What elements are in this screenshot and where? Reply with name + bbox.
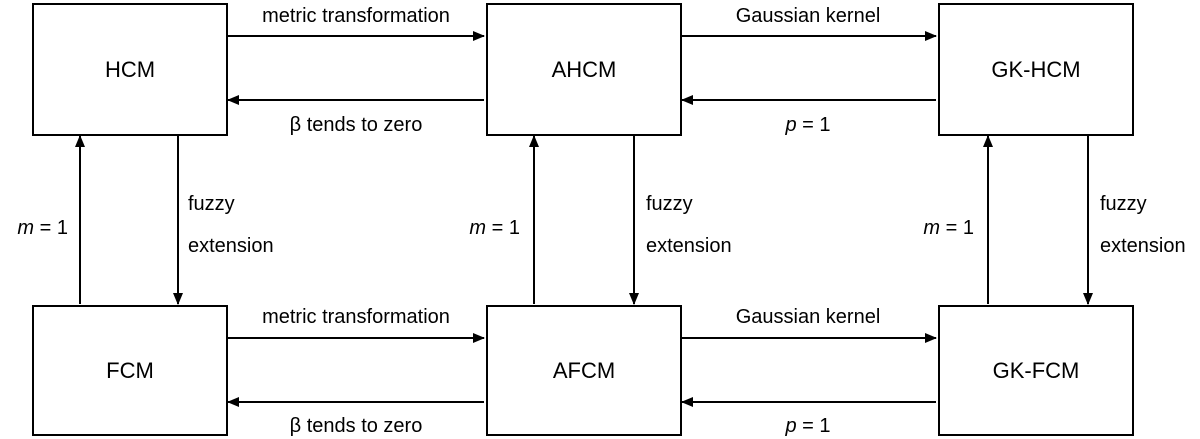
edge-label-gaussian-kernel-bottom: Gaussian kernel <box>735 306 881 328</box>
edge-label-m-equals-1-left: m = 1 <box>17 216 68 240</box>
node-gk-hcm-label: GK-HCM <box>991 56 1081 82</box>
edge-label-fuzzy-extension-3: fuzzy extension <box>1100 192 1186 258</box>
m-value: = 1 <box>486 217 520 239</box>
node-ahcm-label: AHCM <box>551 56 617 82</box>
node-gk-hcm: GK-HCM <box>938 3 1134 136</box>
p-value: = 1 <box>796 415 831 437</box>
edge-label-fuzzy-extension-1: fuzzy extension <box>188 192 274 258</box>
node-afcm: AFCM <box>486 305 682 436</box>
edge-label-m-equals-1-right: m = 1 <box>923 216 974 240</box>
p-variable: p <box>785 415 797 437</box>
extension-word: extension <box>1100 235 1186 257</box>
node-afcm-label: AFCM <box>552 357 616 383</box>
m-value: = 1 <box>940 217 974 239</box>
edge-label-p-equals-1-bottom: p = 1 <box>785 414 830 438</box>
p-variable: p <box>785 114 797 136</box>
edge-label-beta-tends-to-zero-top: β tends to zero <box>289 114 423 136</box>
node-gk-fcm: GK-FCM <box>938 305 1134 436</box>
edge-label-beta-tends-to-zero-bottom: β tends to zero <box>289 415 423 437</box>
extension-word: extension <box>646 235 732 257</box>
extension-word: extension <box>188 235 274 257</box>
edge-label-metric-transformation-top: metric transformation <box>262 5 450 27</box>
edge-label-m-equals-1-middle: m = 1 <box>469 216 520 240</box>
edge-label-metric-transformation-bottom: metric transformation <box>262 306 450 328</box>
m-variable: m <box>469 217 487 239</box>
node-hcm: HCM <box>32 3 228 136</box>
edge-label-gaussian-kernel-top: Gaussian kernel <box>735 5 881 27</box>
fuzzy-word: fuzzy <box>1100 193 1147 215</box>
node-hcm-label: HCM <box>104 56 156 82</box>
fuzzy-word: fuzzy <box>646 193 693 215</box>
m-variable: m <box>923 217 941 239</box>
p-value: = 1 <box>796 114 831 136</box>
m-variable: m <box>17 217 35 239</box>
node-gk-fcm-label: GK-FCM <box>992 357 1080 383</box>
node-fcm: FCM <box>32 305 228 436</box>
edge-label-p-equals-1-top: p = 1 <box>785 113 830 137</box>
node-fcm-label: FCM <box>106 357 154 383</box>
fuzzy-word: fuzzy <box>188 193 235 215</box>
m-value: = 1 <box>34 217 68 239</box>
node-ahcm: AHCM <box>486 3 682 136</box>
edge-label-fuzzy-extension-2: fuzzy extension <box>646 192 732 258</box>
